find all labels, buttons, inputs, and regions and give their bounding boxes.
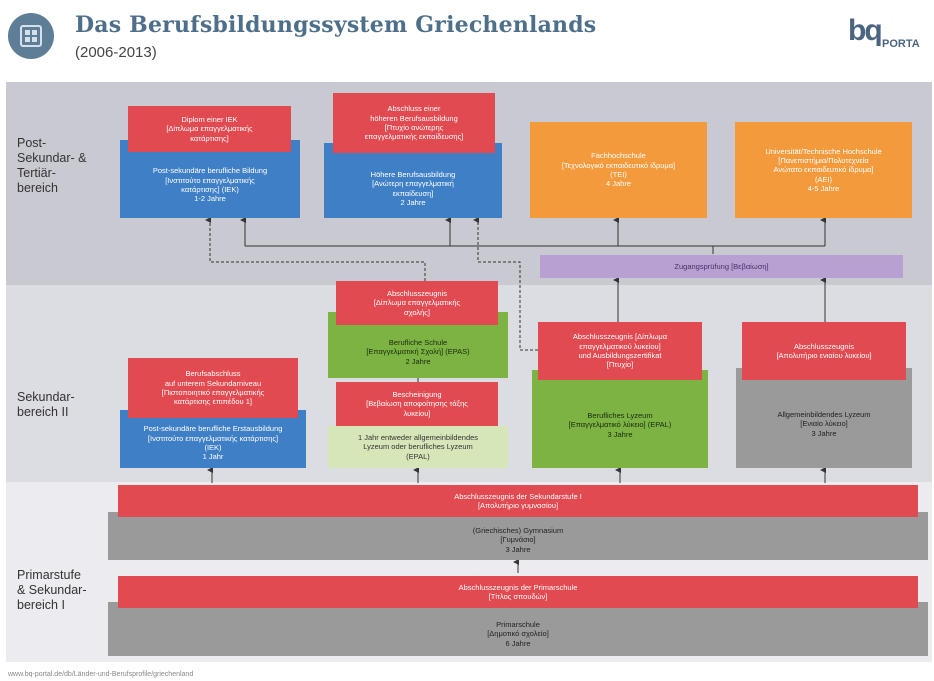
- bq-porta-logo: bq PORTA: [848, 14, 932, 58]
- box-epal: Berufliches Lyzeum [Επαγγελματικό λύκειο…: [532, 370, 708, 468]
- box-epas-cert: Abschlusszeugnis [Δίπλωμα επαγγελματικής…: [336, 281, 498, 325]
- box-iek-diploma: Diplom einer IEK [Δίπλωμα επαγγελματικής…: [128, 106, 291, 152]
- dashed-epas-to-iek: [205, 217, 426, 281]
- box-gymnasium: (Griechisches) Gymnasium [Γυμνάσιο] 3 Ja…: [108, 512, 928, 560]
- box-entrance-exam: Zugangsprüfung [Βεβαίωση]: [540, 255, 903, 278]
- box-iek: Post-sekundäre berufliche Bildung [Ινστι…: [120, 140, 300, 218]
- box-certificate: Bescheinigung [Βεβαίωση αποφοίτησης τάξη…: [336, 382, 498, 426]
- level-label-primary: Primarstufe & Sekundar- bereich I: [17, 568, 87, 612]
- box-lyceum: Allgemeinbildendes Lyzeum [Ενιαίο λύκειο…: [736, 368, 912, 468]
- level-label-secondary-2: Sekundar- bereich II: [17, 390, 75, 419]
- box-lyceum-cert: Abschlusszeugnis [Απολυτήριο ενιαίου λυκ…: [742, 322, 906, 380]
- box-lower-secondary-cert: Abschlusszeugnis der Sekundarstufe I [Απ…: [118, 485, 918, 517]
- dashed-epal-to-higher: [473, 217, 538, 351]
- logo-mark: bq: [848, 14, 883, 47]
- box-one-year: 1 Jahr entweder allgemeinbildendes Lyzeu…: [328, 426, 508, 468]
- box-higher-vocational-cert: Abschluss einer höheren Berufsausbildung…: [333, 93, 495, 153]
- source-url: www.bq-portal.de/db/Länder-und-Berufspro…: [8, 671, 194, 678]
- box-lower-voc-cert: Berufsabschluss auf unterem Sekundarnive…: [128, 358, 298, 418]
- box-primary: Primarschule [Δημοτικό σχολείο] 6 Jahre: [108, 602, 928, 656]
- box-lower-iek: Post-sekundäre berufliche Erstausbildung…: [120, 410, 306, 468]
- page-subtitle: (2006-2013): [75, 44, 157, 61]
- header-icon: [8, 13, 54, 59]
- box-tei: Fachhochschule [Τεχνολογικό εκπαιδευτικό…: [530, 122, 707, 218]
- box-epal-cert: Abschlusszeugnis [Δίπλωμα επαγγελματικού…: [538, 322, 702, 380]
- logo-text: PORTA: [882, 38, 920, 50]
- page-title: Das Berufsbildungssystem Griechenlands: [75, 12, 597, 38]
- level-label-tertiary: Post- Sekundar- & Tertiär- bereich: [17, 136, 87, 195]
- box-aei: Universität/Technische Hochschule [Πανεπ…: [735, 122, 912, 218]
- box-primary-cert: Abschlusszeugnis der Primarschule [Τίτλο…: [118, 576, 918, 608]
- box-higher-vocational: Höhere Berufsausbildung [Ανώτερη επαγγελ…: [324, 143, 502, 218]
